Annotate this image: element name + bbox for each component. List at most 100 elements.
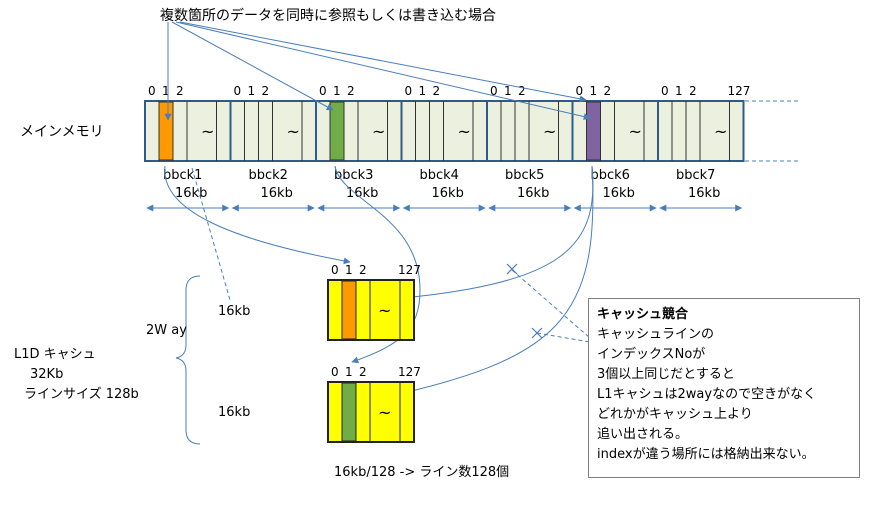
note-line-3: 3個以上同じだとすると xyxy=(597,367,735,382)
cell-tilde: ~ xyxy=(287,122,300,141)
cache-index-label: 0 xyxy=(331,365,339,379)
note-line-5: どれかがキャッシュ上より xyxy=(597,407,753,422)
block-index-label: 2 xyxy=(347,84,355,98)
block-index-label: 0 xyxy=(490,84,498,98)
cache-line-cell xyxy=(341,280,357,340)
arrow-block6-to-way1 xyxy=(381,165,594,303)
block-index-label: 2 xyxy=(689,84,697,98)
header-arrow-3 xyxy=(175,21,591,120)
block-index-label: 1 xyxy=(248,84,256,98)
cache-index-label: 1 xyxy=(345,365,353,379)
block-index-label: 1 xyxy=(162,84,170,98)
block-name: bbck3 xyxy=(334,168,373,183)
block-name: bbck1 xyxy=(163,168,202,183)
cell-tilde: ~ xyxy=(714,122,727,141)
block-index-label: 1 xyxy=(333,84,341,98)
arrow-block6-to-way2 xyxy=(371,165,594,403)
cell-tilde: ~ xyxy=(372,122,385,141)
block-index-label: 2 xyxy=(262,84,270,98)
cache-line-size: ラインサイズ 128b xyxy=(24,386,139,402)
block-index-label: 2 xyxy=(518,84,526,98)
block-index-label: 0 xyxy=(148,84,156,98)
cache-index-label: 2 xyxy=(359,365,367,379)
block-size: 16kb xyxy=(175,186,207,201)
block-index-label: 0 xyxy=(576,84,584,98)
block-name: bbck4 xyxy=(420,168,459,183)
last-index-label: 127 xyxy=(728,84,751,98)
note-title: キャッシュ競合 xyxy=(597,307,689,322)
cache-conflict-note: キャッシュ競合 キャッシュラインの インデックスNoが 3個以上同じだとすると … xyxy=(588,298,860,478)
cell-tilde: ~ xyxy=(629,122,642,141)
block-index-label: 1 xyxy=(504,84,512,98)
cached-line-cell xyxy=(158,101,174,161)
note-line-6: 追い出される。 xyxy=(597,427,689,442)
cache-way-frame xyxy=(327,279,415,341)
block-size: 16kb xyxy=(603,186,635,201)
cached-line-cell xyxy=(586,101,601,161)
cache-size: 32Kb xyxy=(30,367,63,382)
block-size: 16kb xyxy=(432,186,464,201)
arrow-block3-to-way2 xyxy=(334,165,421,364)
header-arrow-4 xyxy=(179,21,587,103)
main-memory-label: メインメモリ xyxy=(20,124,104,140)
cache-index-label: 2 xyxy=(359,263,367,277)
block-name: bbck2 xyxy=(249,168,288,183)
cache-last-index-label: 127 xyxy=(398,263,421,277)
cell-tilde: ~ xyxy=(201,122,214,141)
block-name: bbck6 xyxy=(591,168,630,183)
block-size: 16kb xyxy=(517,186,549,201)
cell-tilde: ~ xyxy=(458,122,471,141)
block-index-label: 0 xyxy=(405,84,413,98)
block-index-label: 0 xyxy=(319,84,327,98)
note-pointer-2 xyxy=(536,332,591,343)
arrow-block1-to-way1 xyxy=(164,165,351,265)
block-index-label: 1 xyxy=(419,84,427,98)
cache-line-cell xyxy=(341,382,357,442)
note-line-2: インデックスNoが xyxy=(597,347,706,362)
note-line-7: indexが違う場所には格納出来ない。 xyxy=(597,447,815,462)
cache-last-index-label: 127 xyxy=(398,365,421,379)
block-index-label: 0 xyxy=(661,84,669,98)
block-index-label: 1 xyxy=(590,84,598,98)
note-line-1: キャッシュラインの xyxy=(597,327,715,342)
cache-index-label: 0 xyxy=(331,263,339,277)
way2-size: 16kb xyxy=(218,405,250,420)
block-size: 16kb xyxy=(346,186,378,201)
note-pointer-1 xyxy=(511,269,591,339)
cache-way-label: 2W ay xyxy=(146,323,187,338)
cache-footer: 16kb/128 -> ライン数128個 xyxy=(334,465,509,480)
way1-size: 16kb xyxy=(218,304,250,319)
cache-way-frame xyxy=(327,381,415,443)
header-arrow-2 xyxy=(171,21,334,111)
cached-line-cell xyxy=(329,101,345,161)
note-line-4: L1キャシュは2wayなので空きがなく xyxy=(597,387,817,402)
cache-cell-tilde: ~ xyxy=(378,403,391,422)
cache-index-label: 1 xyxy=(345,263,353,277)
block-to-way-dashed xyxy=(191,167,231,301)
block-size: 16kb xyxy=(688,186,720,201)
header-text: 複数箇所のデータを同時に参照もしくは書き込む場合 xyxy=(160,7,496,24)
cache-brace xyxy=(175,275,201,445)
block-index-label: 0 xyxy=(234,84,242,98)
cache-cell-tilde: ~ xyxy=(378,301,391,320)
memory-frame xyxy=(144,100,745,162)
block-name: bbck7 xyxy=(676,168,715,183)
block-index-label: 2 xyxy=(604,84,612,98)
block-index-label: 2 xyxy=(176,84,184,98)
block-size: 16kb xyxy=(261,186,293,201)
cell-tilde: ~ xyxy=(543,122,556,141)
block-index-label: 1 xyxy=(675,84,683,98)
block-index-label: 2 xyxy=(433,84,441,98)
block-name: bbck5 xyxy=(505,168,544,183)
